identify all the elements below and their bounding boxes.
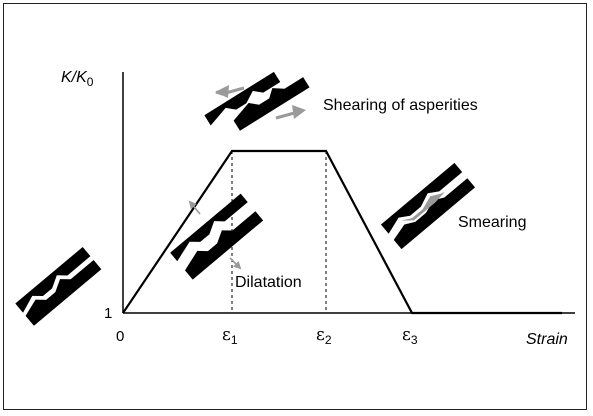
dilatation-arrow-down-icon xyxy=(229,257,242,270)
joint-initial-icon xyxy=(15,246,102,326)
smearing-label: Smearing xyxy=(458,214,526,231)
shear-arrow-right-head xyxy=(292,105,306,119)
dilatation-label: Dilatation xyxy=(235,274,302,291)
joint-shearing-icon xyxy=(204,71,310,131)
y-axis-label: K/K0 xyxy=(61,69,94,89)
joint-dilatation-icon xyxy=(170,193,264,280)
y-tick-1: 1 xyxy=(104,305,112,322)
shear-arrow-left-head xyxy=(215,85,229,98)
dilatation-arrow-up-icon xyxy=(188,200,201,215)
tick-epsilon3: ε3 xyxy=(402,325,418,347)
tick-epsilon2: ε2 xyxy=(316,325,332,347)
permeability-curve xyxy=(122,149,562,315)
shearing-label: Shearing of asperities xyxy=(323,97,478,114)
figure-frame xyxy=(3,3,587,410)
x-axis-label: Strain xyxy=(526,331,568,348)
origin-label: 0 xyxy=(116,328,124,345)
joint-smearing-icon xyxy=(380,162,476,250)
tick-epsilon1: ε1 xyxy=(222,325,238,347)
